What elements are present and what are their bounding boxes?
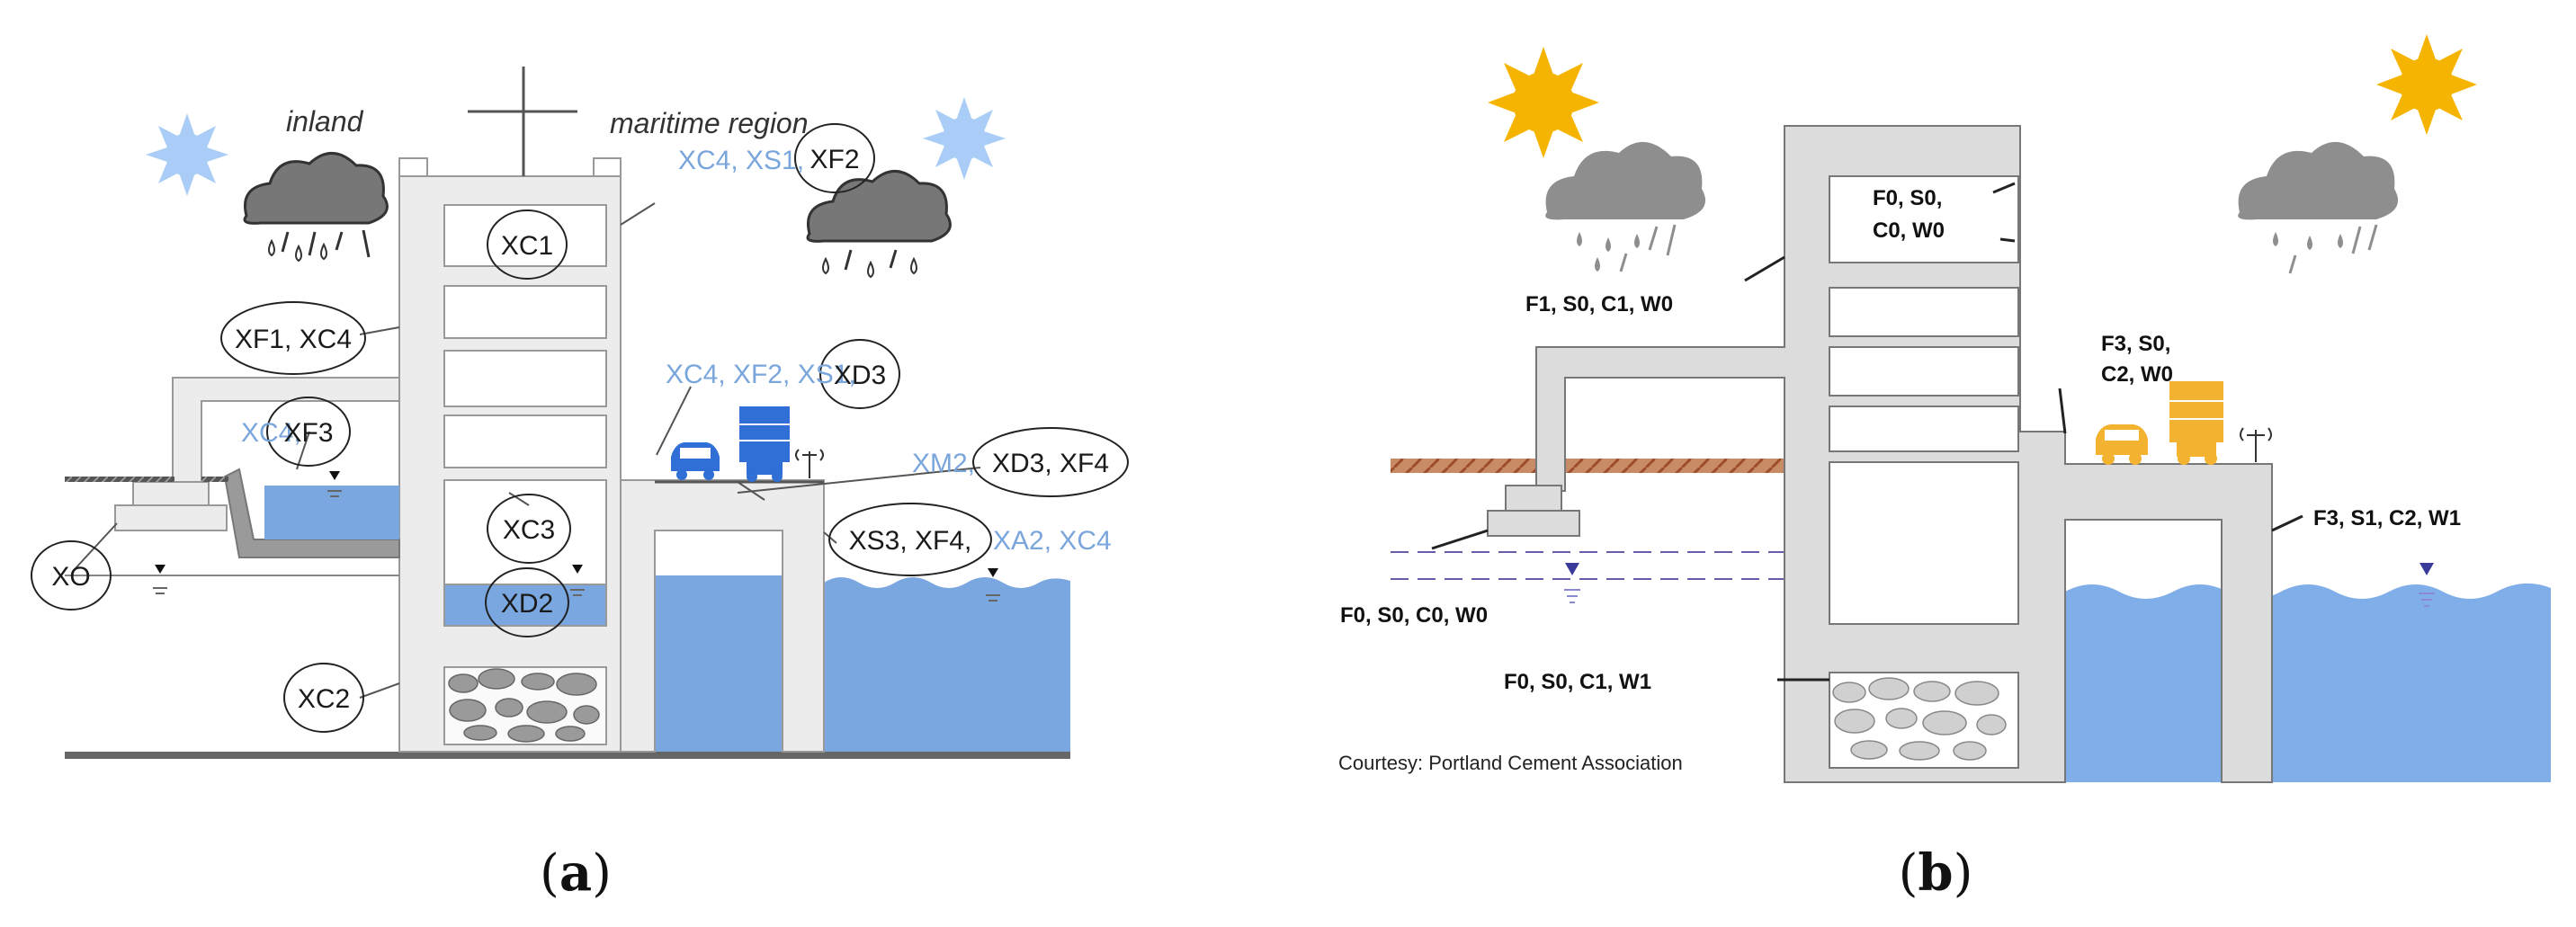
pool-water bbox=[264, 486, 399, 539]
ground-left bbox=[65, 477, 174, 482]
water-level-marker-icon bbox=[1565, 563, 2434, 575]
antenna-icon bbox=[2240, 427, 2272, 462]
car-icon bbox=[671, 442, 720, 480]
label-footing: F0, S0, C0, W0 bbox=[1340, 603, 1488, 628]
sun-icon bbox=[1488, 47, 1599, 158]
left-footing-pad bbox=[1505, 485, 1562, 512]
label-xd2: XD2 bbox=[501, 589, 553, 619]
ground-mid bbox=[201, 477, 228, 482]
region-inland-label: inland bbox=[286, 105, 364, 138]
label-xc4-xs1: XC4, XS1, bbox=[678, 146, 804, 175]
label-xc4-xf2-xs1: XC4, XF2, XS1, bbox=[666, 360, 856, 389]
label-xc3: XC3 bbox=[503, 515, 555, 545]
label-xa2-xc4: XA2, XC4 bbox=[993, 526, 1112, 556]
left-footing bbox=[114, 504, 228, 531]
harbor-water-left bbox=[655, 575, 783, 752]
label-marine: F3, S1, C2, W1 bbox=[2313, 506, 2461, 530]
rain-cloud-icon bbox=[243, 152, 389, 263]
soil-strip bbox=[1391, 459, 1786, 473]
label-xd3-top: XD3 bbox=[834, 361, 886, 390]
panel-a: inland maritime region XC1 XC4, XS1, XF2… bbox=[31, 67, 1129, 903]
truck-icon bbox=[739, 406, 790, 482]
region-maritime-label: maritime region bbox=[610, 107, 809, 139]
car-icon bbox=[2096, 424, 2148, 465]
label-xc4-mid: XC4, bbox=[241, 418, 301, 448]
bridge-deck bbox=[620, 479, 825, 753]
label-top-room-1: F0, S0, bbox=[1873, 186, 1942, 210]
label-xc2: XC2 bbox=[298, 684, 350, 714]
water-level-marker-icon bbox=[155, 471, 998, 577]
sun-icon bbox=[923, 97, 1006, 180]
caption-a: (a) bbox=[540, 843, 612, 903]
label-ellipses bbox=[31, 123, 1129, 733]
roof-parapet bbox=[398, 157, 622, 176]
rain-cloud-icon bbox=[806, 170, 952, 279]
harbor-wave bbox=[655, 577, 783, 593]
label-xf3: XF3 bbox=[283, 418, 333, 448]
label-upper-wall: F1, S0, C1, W0 bbox=[1525, 292, 1673, 316]
floor-rooms bbox=[1829, 175, 2019, 625]
sea-water bbox=[2065, 583, 2551, 782]
rain-cloud-icon bbox=[1545, 141, 1706, 272]
caption-b: (b) bbox=[1899, 843, 1973, 903]
rain-cloud-icon bbox=[2238, 141, 2399, 274]
label-xm2: XM2, bbox=[912, 449, 975, 478]
sea-water bbox=[824, 577, 1070, 752]
ground-line bbox=[65, 752, 1070, 759]
label-xs3-xf4: XS3, XF4, bbox=[849, 526, 972, 556]
sun-icon bbox=[2376, 34, 2477, 135]
label-side-2: C2, W0 bbox=[2101, 362, 2173, 387]
gravel-stones bbox=[448, 668, 600, 743]
antenna-icon bbox=[795, 449, 824, 478]
label-xf1-xc4: XF1, XC4 bbox=[235, 325, 352, 354]
label-xd3-xf4: XD3, XF4 bbox=[992, 449, 1109, 478]
groundwater-dash-lines bbox=[1391, 551, 2065, 580]
label-xo: XO bbox=[51, 562, 90, 592]
sun-icon bbox=[146, 113, 228, 196]
credit-text: Courtesy: Portland Cement Association bbox=[1338, 752, 1683, 774]
label-xf2: XF2 bbox=[809, 145, 859, 174]
left-footing bbox=[1487, 510, 1580, 537]
basement-water bbox=[443, 584, 607, 627]
leader-lines bbox=[75, 202, 981, 699]
leader-lines bbox=[1431, 182, 2303, 682]
water-level-ticks bbox=[153, 490, 1000, 602]
label-side-1: F3, S0, bbox=[2101, 332, 2170, 356]
water-level-ticks bbox=[1564, 589, 2435, 607]
gravel-stones bbox=[1832, 677, 2007, 761]
label-top-room-2: C0, W0 bbox=[1873, 218, 1945, 243]
label-xc1: XC1 bbox=[501, 231, 553, 261]
label-basement: F0, S0, C1, W1 bbox=[1504, 670, 1651, 694]
floor-rooms bbox=[443, 204, 607, 585]
left-footing-pad bbox=[132, 481, 210, 506]
panel-b: F0, S0, C0, W0 F1, S0, C1, W0 F3, S0, C2… bbox=[1338, 34, 2551, 903]
truck-icon bbox=[2169, 381, 2223, 465]
rooftop-cross-icon bbox=[468, 67, 577, 176]
